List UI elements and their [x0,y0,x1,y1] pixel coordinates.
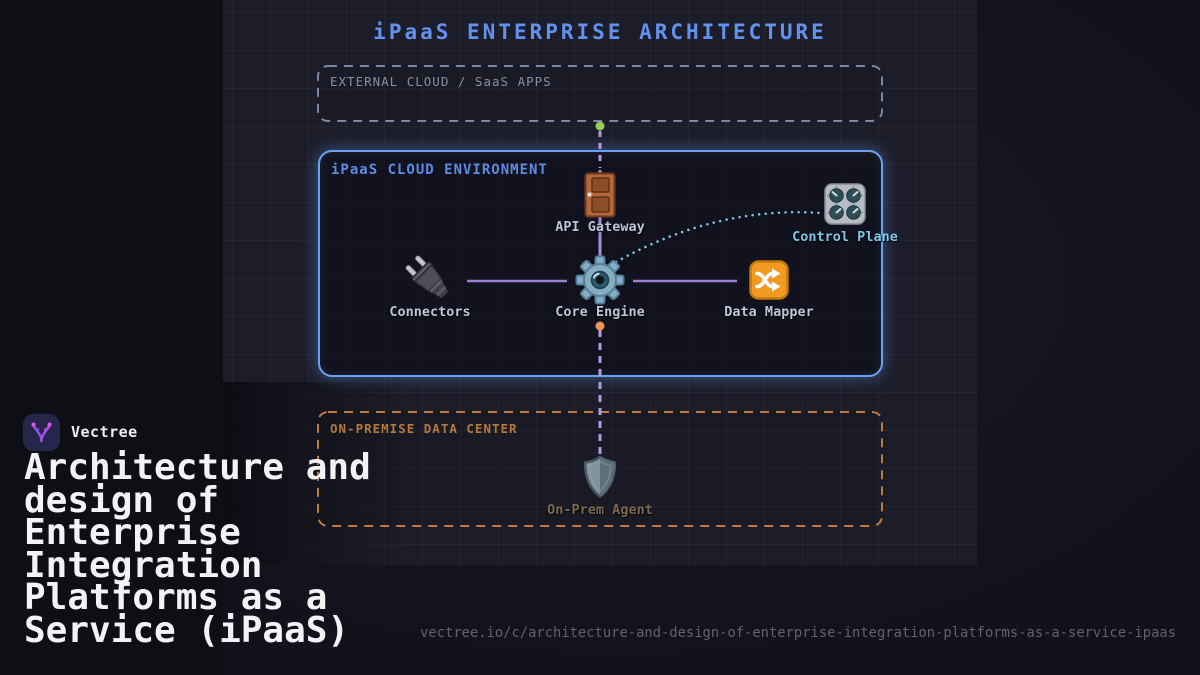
brand-name: Vectree [71,423,138,441]
onprem-agent-label: On-Prem Agent [547,502,653,518]
onprem-zone-label: ON-PREMISE DATA CENTER [330,421,518,436]
gear-icon [575,255,625,305]
brand-row: Vectree [23,413,138,451]
external-zone-label: EXTERNAL CLOUD / SaaS APPS [330,74,552,89]
control-knobs-icon [824,183,866,225]
shield-icon [583,455,617,498]
plug-icon [405,255,449,299]
headline: Architecture and design of Enterprise In… [24,447,371,651]
control-plane-label: Control Plane [792,229,898,245]
api-gateway-label: API Gateway [555,219,645,235]
data-mapper-label: Data Mapper [724,304,814,320]
diagram-title: iPaaS ENTERPRISE ARCHITECTURE [373,20,827,44]
shuffle-icon [749,260,789,300]
ipaas-zone-label: iPaaS CLOUD ENVIRONMENT [331,162,548,178]
vectree-branch-icon [23,413,60,451]
core-engine-label: Core Engine [555,304,645,320]
footer-url: vectree.io/c/architecture-and-design-of-… [420,625,1176,641]
connectors-label: Connectors [389,304,471,320]
door-icon [584,172,616,218]
left-dark-strip [0,0,223,675]
